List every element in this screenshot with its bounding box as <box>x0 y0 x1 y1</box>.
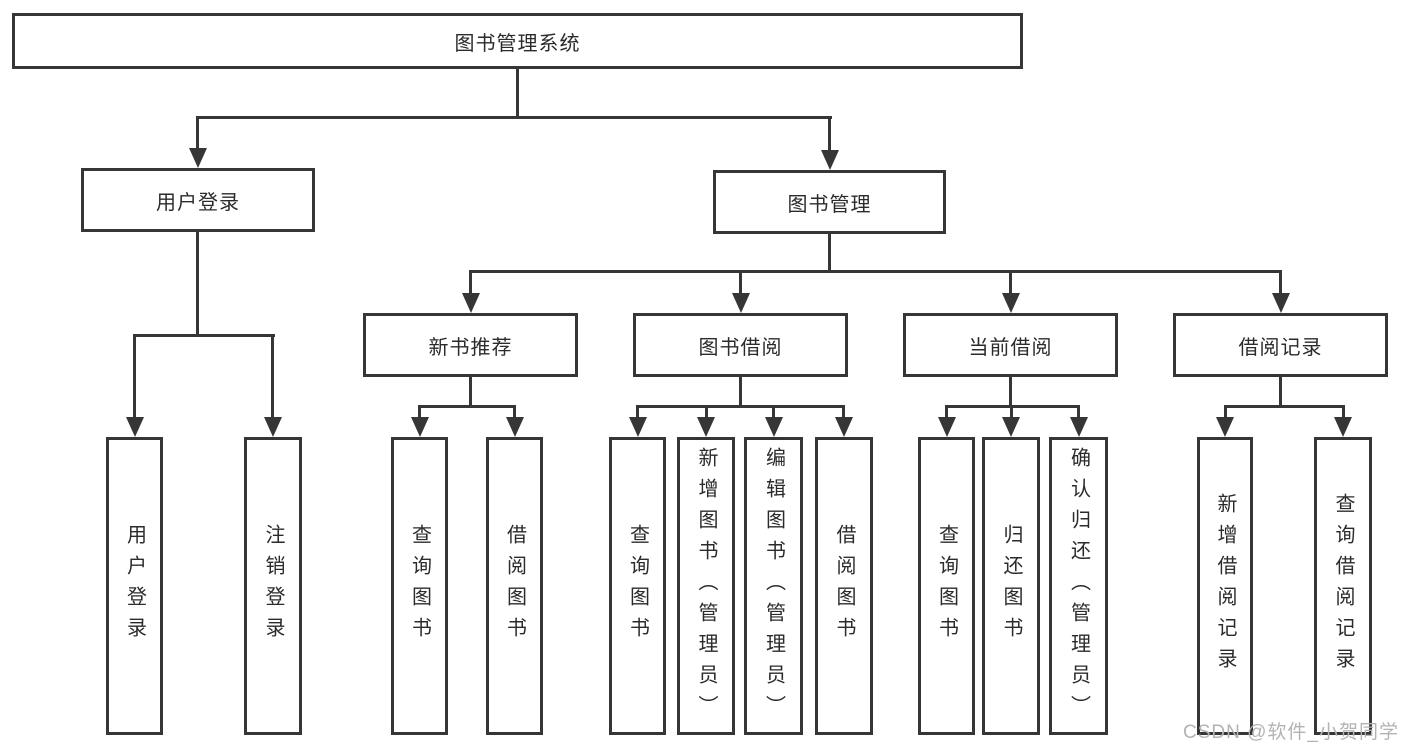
edge-line <box>772 405 775 420</box>
node-current-borrowing: 当前借阅 <box>903 313 1118 377</box>
arrowhead-down-icon <box>697 417 715 437</box>
arrowhead-down-icon <box>938 417 956 437</box>
edge-line <box>196 232 199 335</box>
leaf-borrow-book-recommend: 借阅图书 <box>486 437 543 735</box>
arrowhead-down-icon <box>821 150 839 170</box>
leaf-query-book-recommend: 查询图书 <box>391 437 448 735</box>
edge-line <box>739 270 742 297</box>
arrowhead-down-icon <box>506 417 524 437</box>
arrowhead-down-icon <box>1070 417 1088 437</box>
edge-line <box>133 334 136 420</box>
edge-line <box>133 334 275 337</box>
csdn-watermark: CSDN @软件_小贺同学 <box>1183 722 1399 743</box>
edge-line <box>196 116 199 150</box>
edge-line <box>945 405 948 420</box>
edge-line <box>1224 405 1227 420</box>
node-borrowing-records: 借阅记录 <box>1173 313 1388 377</box>
edge-line <box>636 405 845 408</box>
edge-line <box>516 69 519 117</box>
edge-line <box>636 405 639 420</box>
leaf-confirm-return-admin: 确认归还（管理员） <box>1049 437 1108 735</box>
leaf-logout-login: 注销登录 <box>244 437 302 735</box>
leaf-edit-book-admin: 编辑图书（管理员） <box>744 437 803 735</box>
edge-line <box>1342 405 1345 420</box>
arrowhead-down-icon <box>1216 417 1234 437</box>
node-library-system: 图书管理系统 <box>12 13 1023 69</box>
leaf-return-book: 归还图书 <box>982 437 1040 735</box>
edge-line <box>418 405 516 408</box>
edge-line <box>469 270 1282 273</box>
arrowhead-down-icon <box>1272 293 1290 313</box>
arrowhead-down-icon <box>765 417 783 437</box>
edge-line <box>418 405 421 420</box>
arrowhead-down-icon <box>732 293 750 313</box>
leaf-borrow-book: 借阅图书 <box>815 437 873 735</box>
edge-line <box>705 405 708 420</box>
arrowhead-down-icon <box>189 148 207 168</box>
leaf-query-book-borrowing: 查询图书 <box>609 437 666 735</box>
node-new-book-recommend: 新书推荐 <box>363 313 578 377</box>
edge-line <box>1009 270 1012 297</box>
leaf-user-login: 用户登录 <box>106 437 163 735</box>
node-user-login: 用户登录 <box>81 168 315 232</box>
arrowhead-down-icon <box>835 417 853 437</box>
node-book-management: 图书管理 <box>713 170 946 234</box>
edge-line <box>1224 405 1344 408</box>
edge-line <box>1010 405 1013 420</box>
arrowhead-down-icon <box>1334 417 1352 437</box>
edge-line <box>1279 377 1282 408</box>
edge-line <box>1279 270 1282 297</box>
arrowhead-down-icon <box>462 293 480 313</box>
node-book-borrowing: 图书借阅 <box>633 313 848 377</box>
leaf-add-book-admin: 新增图书（管理员） <box>677 437 735 735</box>
edge-line <box>1077 405 1080 420</box>
edge-line <box>271 334 274 420</box>
leaf-query-borrow-record: 查询借阅记录 <box>1314 437 1372 735</box>
edge-line <box>828 234 831 271</box>
arrowhead-down-icon <box>1002 293 1020 313</box>
arrowhead-down-icon <box>126 417 144 437</box>
arrowhead-down-icon <box>264 417 282 437</box>
edge-line <box>513 405 516 420</box>
edge-line <box>469 377 472 408</box>
edge-line <box>196 116 832 119</box>
arrowhead-down-icon <box>1002 417 1020 437</box>
arrowhead-down-icon <box>411 417 429 437</box>
edge-line <box>1009 377 1012 408</box>
edge-line <box>469 270 472 297</box>
leaf-add-borrow-record: 新增借阅记录 <box>1197 437 1253 735</box>
arrowhead-down-icon <box>629 417 647 437</box>
edge-line <box>739 377 742 408</box>
edge-line <box>842 405 845 420</box>
leaf-query-book-current: 查询图书 <box>918 437 975 735</box>
edge-line <box>828 116 831 150</box>
